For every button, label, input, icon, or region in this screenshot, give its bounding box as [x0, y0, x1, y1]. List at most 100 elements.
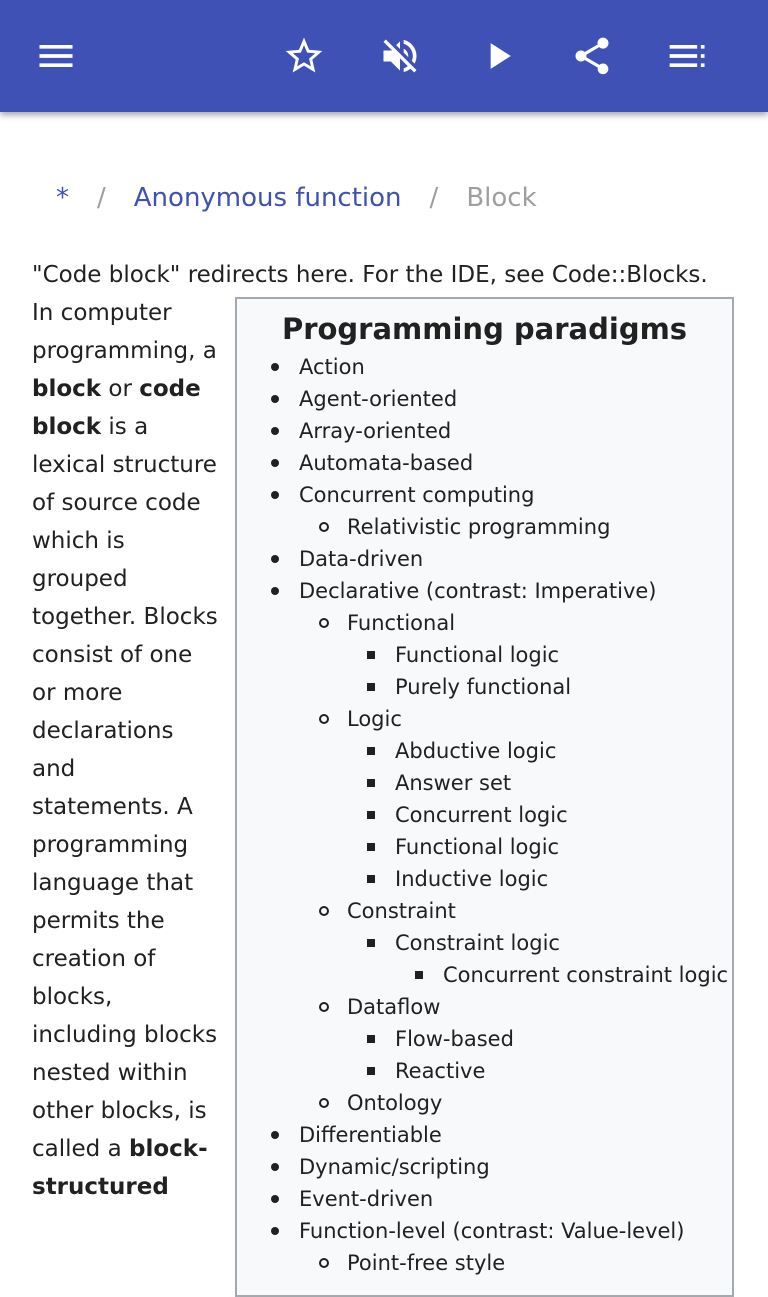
- paradigm-item[interactable]: Relativistic programming: [237, 511, 732, 543]
- bullet-icon: [367, 939, 375, 947]
- paradigm-label: Concurrent logic: [395, 803, 568, 827]
- paradigm-item[interactable]: Flow-based: [237, 1023, 732, 1055]
- sidebar-title: Programming paradigms: [281, 312, 688, 346]
- paradigm-item[interactable]: Function-level (contrast: Value-level): [237, 1215, 732, 1247]
- bullet-icon: [319, 1002, 329, 1012]
- paradigm-item[interactable]: Inductive logic: [237, 863, 732, 895]
- volume-off-icon[interactable]: [372, 28, 428, 84]
- paradigm-item[interactable]: Action: [237, 351, 732, 383]
- paradigm-item[interactable]: Answer set: [237, 767, 732, 799]
- share-icon[interactable]: [564, 28, 620, 84]
- bullet-icon: [367, 875, 375, 883]
- paradigm-label: Action: [299, 355, 365, 379]
- play-icon[interactable]: [470, 28, 526, 84]
- bullet-icon: [271, 1227, 279, 1235]
- bullet-icon: [319, 1258, 329, 1268]
- bullet-icon: [271, 491, 279, 499]
- paradigm-item[interactable]: Logic: [237, 703, 732, 735]
- paradigm-label: Point-free style: [347, 1251, 506, 1275]
- paradigm-item[interactable]: Concurrent constraint logic: [237, 959, 732, 991]
- paradigm-item[interactable]: Dynamic/scripting: [237, 1151, 732, 1183]
- breadcrumb-parent[interactable]: Anonymous function: [133, 183, 402, 213]
- paradigm-item[interactable]: Constraint: [237, 895, 732, 927]
- paradigm-label: Reactive: [395, 1059, 486, 1083]
- breadcrumb-separator: /: [97, 183, 106, 213]
- paradigm-item[interactable]: Reactive: [237, 1055, 732, 1087]
- star-icon[interactable]: [276, 28, 332, 84]
- paradigm-label: Functional logic: [395, 835, 560, 859]
- bullet-icon: [367, 843, 375, 851]
- paradigm-item[interactable]: Constraint logic: [237, 927, 732, 959]
- bullet-icon: [271, 363, 279, 371]
- paradigm-item[interactable]: Functional: [237, 607, 732, 639]
- paradigm-item[interactable]: Purely functional: [237, 671, 732, 703]
- paradigm-label: Automata-based: [299, 451, 474, 475]
- bold-term: code block: [32, 376, 201, 440]
- app-bar: [0, 0, 768, 112]
- bullet-icon: [367, 683, 375, 691]
- paradigm-label: Constraint: [347, 899, 456, 923]
- breadcrumb: * / Anonymous function / Block: [56, 178, 537, 218]
- paradigm-item[interactable]: Event-driven: [237, 1183, 732, 1215]
- paradigm-item[interactable]: Differentiable: [237, 1119, 732, 1151]
- bullet-icon: [271, 1195, 279, 1203]
- paradigm-label: Data-driven: [299, 547, 424, 571]
- paradigm-label: Answer set: [395, 771, 512, 795]
- paradigm-label: Inductive logic: [395, 867, 549, 891]
- paradigm-item[interactable]: Abductive logic: [237, 735, 732, 767]
- paradigm-item[interactable]: Ontology: [237, 1087, 732, 1119]
- paradigm-item[interactable]: Concurrent computing: [237, 479, 732, 511]
- paradigm-item[interactable]: Point-free style: [237, 1247, 732, 1279]
- paradigm-item[interactable]: Data-driven: [237, 543, 732, 575]
- paradigm-item[interactable]: Functional logic: [237, 639, 732, 671]
- bullet-icon: [367, 651, 375, 659]
- bullet-icon: [367, 1067, 375, 1075]
- paradigm-label: Differentiable: [299, 1123, 442, 1147]
- paradigm-item[interactable]: Agent-oriented: [237, 383, 732, 415]
- paradigm-label: Abductive logic: [395, 739, 557, 763]
- paradigm-label: Concurrent constraint logic: [443, 963, 729, 987]
- paradigm-label: Function-level (contrast: Value-level): [299, 1219, 685, 1243]
- bullet-icon: [319, 1098, 329, 1108]
- bullet-icon: [319, 714, 329, 724]
- paradigm-label: Flow-based: [395, 1027, 514, 1051]
- bullet-icon: [271, 1131, 279, 1139]
- playlist-icon[interactable]: [660, 28, 716, 84]
- breadcrumb-home[interactable]: *: [56, 183, 69, 213]
- paradigm-item[interactable]: Declarative (contrast: Imperative): [237, 575, 732, 607]
- lead-paragraph: In computer programming, a block or code…: [32, 294, 218, 1206]
- bullet-icon: [271, 395, 279, 403]
- paradigm-label: Purely functional: [395, 675, 572, 699]
- bullet-icon: [367, 747, 375, 755]
- bullet-icon: [367, 779, 375, 787]
- paradigm-label: Dynamic/scripting: [299, 1155, 490, 1179]
- paradigm-item[interactable]: Concurrent logic: [237, 799, 732, 831]
- bullet-icon: [271, 427, 279, 435]
- bullet-icon: [319, 618, 329, 628]
- paradigm-label: Relativistic programming: [347, 515, 611, 539]
- menu-icon[interactable]: [28, 28, 84, 84]
- paradigm-label: Functional: [347, 611, 456, 635]
- bullet-icon: [271, 587, 279, 595]
- lead-text: In computer programming, a: [32, 300, 217, 364]
- paradigm-item[interactable]: Functional logic: [237, 831, 732, 863]
- paradigm-label: Dataflow: [347, 995, 441, 1019]
- paradigm-label: Logic: [347, 707, 402, 731]
- paradigm-item[interactable]: Automata-based: [237, 447, 732, 479]
- paradigm-label: Array-oriented: [299, 419, 452, 443]
- paradigm-item[interactable]: Dataflow: [237, 991, 732, 1023]
- hatnote: "Code block" redirects here. For the IDE…: [32, 262, 708, 288]
- paradigm-label: Declarative (contrast: Imperative): [299, 579, 657, 603]
- bullet-icon: [319, 522, 329, 532]
- paradigm-label: Functional logic: [395, 643, 560, 667]
- bold-term: block: [32, 376, 102, 402]
- breadcrumb-separator: /: [429, 183, 439, 213]
- paradigm-label: Agent-oriented: [299, 387, 458, 411]
- bullet-icon: [271, 1163, 279, 1171]
- paradigm-label: Ontology: [347, 1091, 443, 1115]
- paradigm-item[interactable]: Array-oriented: [237, 415, 732, 447]
- bullet-icon: [271, 459, 279, 467]
- bullet-icon: [367, 1035, 375, 1043]
